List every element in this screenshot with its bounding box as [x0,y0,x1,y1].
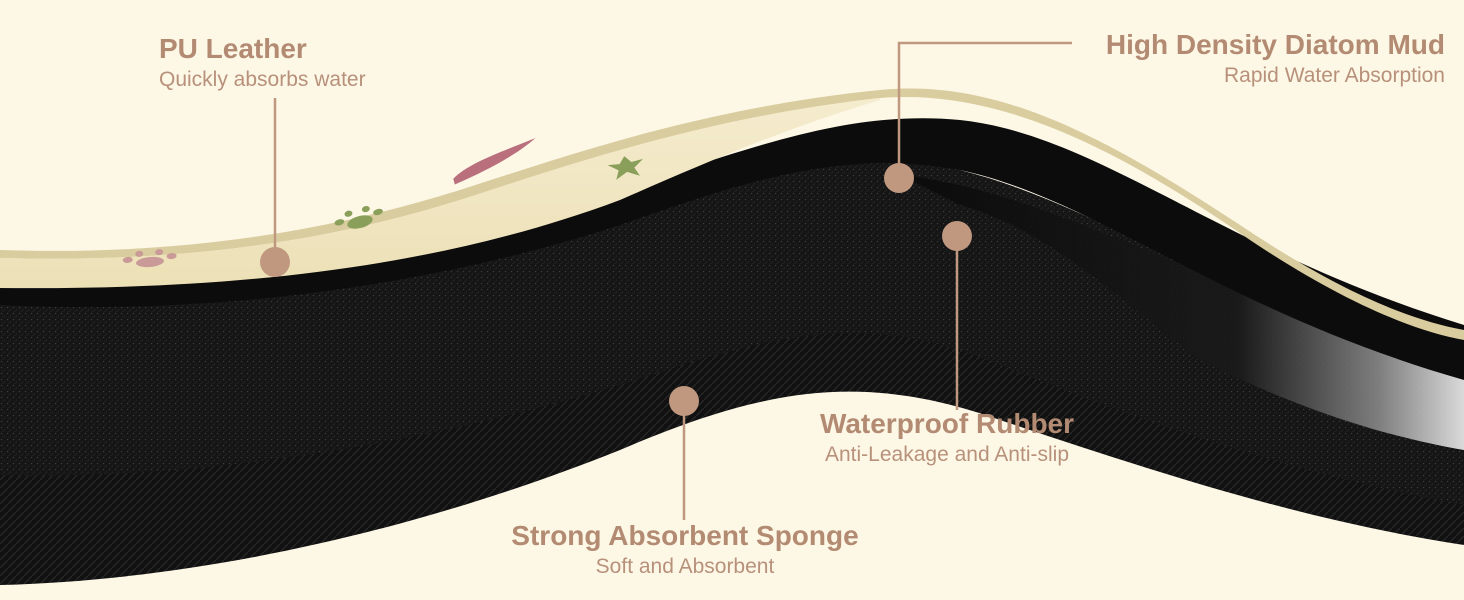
paw-print-icon [122,249,177,268]
paw-print-icon [334,205,383,229]
sponge-subtitle: Soft and Absorbent [595,555,775,578]
rubber-title: Waterproof Rubber [819,408,1075,439]
diatom-mud-label: High Density Diatom Mud Rapid Water Abso… [1106,28,1445,90]
star-icon [607,156,644,180]
pu-leather-marker [260,247,290,277]
rubber-sheen [900,175,1464,450]
pu-leather-label: PU Leather Quickly absorbs water [159,32,366,94]
backing-layer [0,328,1464,585]
diatom-mud-subtitle: Rapid Water Absorption [1223,64,1445,87]
rubber-marker [942,221,972,251]
rubber-layer [0,156,1464,451]
sponge-title: Strong Absorbent Sponge [511,520,859,551]
heart-icon [453,138,536,185]
diatom-mud-callout-line [897,41,1072,178]
diatom-mud-marker [884,163,914,193]
sponge-layer [0,240,1464,505]
diatom-mud-layer [0,118,1464,380]
rubber-label: Waterproof Rubber Anti-Leakage and Anti-… [790,407,1104,469]
sponge-marker [669,386,699,416]
rubber-subtitle: Anti-Leakage and Anti-slip [825,443,1069,466]
pu-leather-subtitle: Quickly absorbs water [159,68,366,91]
pu-leather-top [0,98,880,289]
sponge-label: Strong Absorbent Sponge Soft and Absorbe… [480,519,890,581]
pu-leather-title: PU Leather [159,33,307,64]
diatom-mud-title: High Density Diatom Mud [1105,29,1445,60]
